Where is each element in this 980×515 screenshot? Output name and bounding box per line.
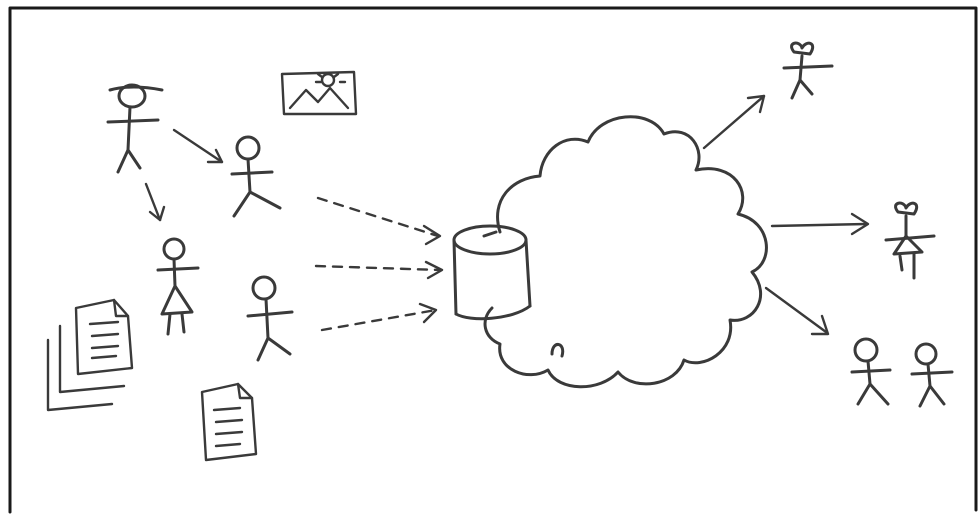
- stick-figure-with-hat-icon: [108, 85, 162, 172]
- arrow-icon: [772, 214, 868, 234]
- stick-figure-icon: [852, 339, 890, 404]
- stick-figure-in-skirt-icon: [158, 239, 198, 334]
- document-stack-icon: [48, 300, 132, 410]
- arrow-icon: [174, 130, 222, 162]
- page-border: [10, 8, 976, 512]
- dashed-arrow-icon: [322, 310, 436, 330]
- arrow-icon: [146, 184, 164, 220]
- photo-icon: [282, 72, 356, 114]
- arrow-icon: [704, 96, 764, 148]
- dashed-arrow-icon: [316, 266, 440, 270]
- stick-figure-icon: [248, 277, 292, 360]
- database-cylinder-icon: [454, 226, 530, 319]
- stick-figure-in-skirt-icon: [886, 203, 934, 278]
- stick-figure-icon: [912, 344, 952, 406]
- stick-figure-icon: [232, 137, 280, 216]
- document-icon: [202, 384, 256, 460]
- dashed-arrow-icon: [318, 198, 438, 236]
- stick-figure-icon: [784, 43, 832, 98]
- arrow-icon: [766, 288, 828, 334]
